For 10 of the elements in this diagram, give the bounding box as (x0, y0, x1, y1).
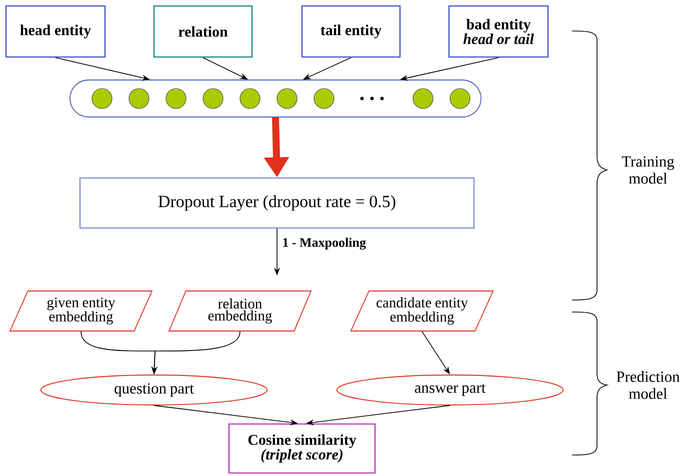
score-box: Cosine similarity (triplet score) (228, 423, 376, 474)
edge-label: 1 - Maxpooling (283, 238, 366, 250)
entity-box: tail entity (301, 5, 401, 58)
brace-label: Prediction model (616, 371, 680, 399)
entity-box: relation (153, 5, 253, 58)
entity-box: bad entity head or tail (448, 5, 549, 58)
dropout-box: Dropout Layer (dropout rate = 0.5) (79, 177, 475, 229)
embedding-parallelogram: candidate entity embedding (350, 290, 494, 332)
entity-box: head entity (5, 5, 106, 58)
brace-label: Training model (622, 156, 674, 184)
